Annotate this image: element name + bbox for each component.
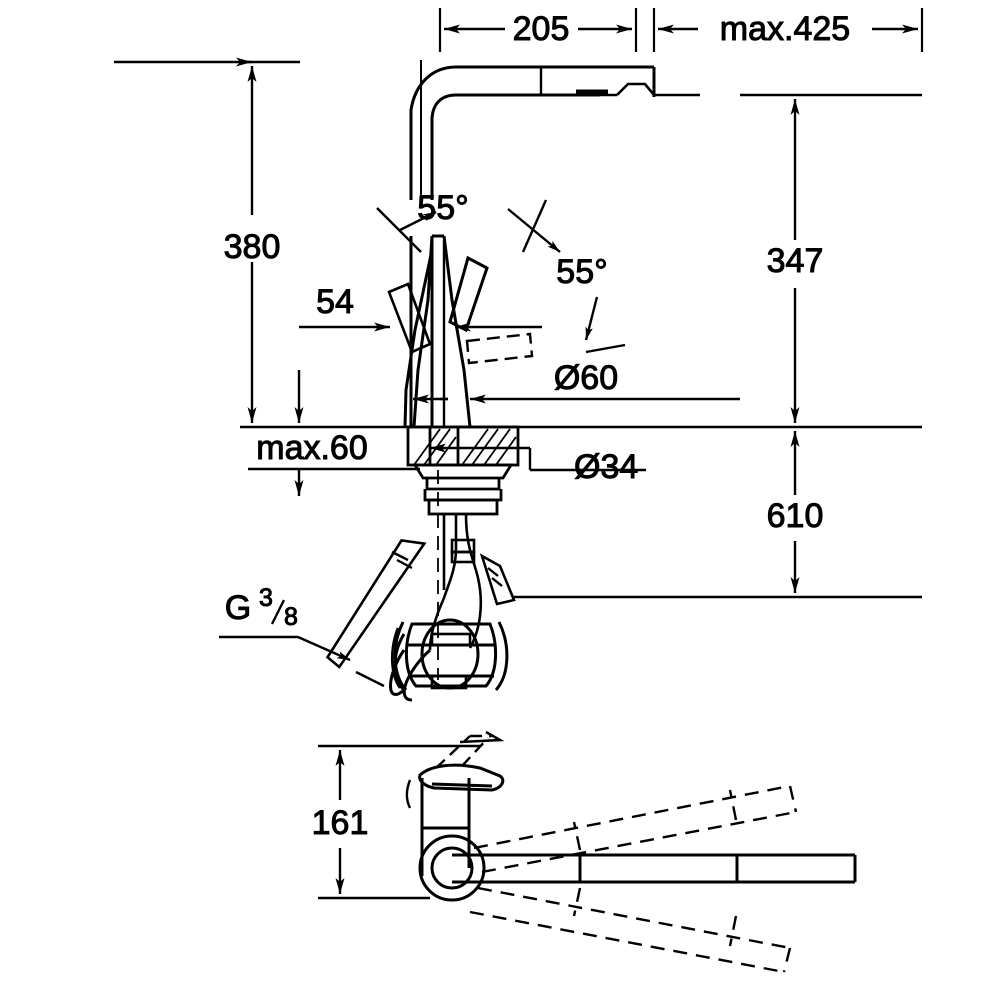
thread-label-g: G (225, 589, 251, 627)
spray-head-details (390, 627, 472, 690)
thread-label-numerator: 3 (259, 584, 273, 612)
leader-line-g38 (219, 635, 385, 688)
spray-head-body (393, 621, 509, 691)
dimension-label-380: 380 (224, 228, 281, 266)
spout-arm-outline (409, 65, 656, 200)
bottom-view-extension-lines (318, 744, 480, 900)
dimension-label-max60: max.60 (256, 429, 368, 467)
thread-label-denominator: 8 (284, 603, 298, 631)
handle-lever-left-position (387, 282, 432, 354)
angle-label-right: 55° (556, 253, 607, 291)
dimension-label-max425: max.425 (720, 10, 850, 48)
angle-leader-right-outer (584, 296, 626, 354)
bottom-view-handle-lever (418, 763, 505, 792)
dimension-label-54: 54 (316, 283, 354, 321)
top-dimension-extension-lines (438, 8, 924, 52)
connector-ribs (391, 550, 503, 587)
dimension-label-610: 610 (767, 497, 824, 535)
bottom-view-spout (452, 853, 857, 884)
bottom-view-swivel-up-dashed (473, 784, 798, 874)
dimension-label-dia34: Ø34 (574, 448, 638, 486)
dimension-label-161: 161 (312, 804, 369, 842)
spray-head-nozzle (573, 82, 700, 97)
bottom-view-lever-hinge (405, 779, 412, 809)
bottom-view-faucet-body (418, 778, 486, 902)
extension-lines-right (740, 93, 922, 599)
dimension-label-205: 205 (513, 10, 570, 48)
fraction-slash (270, 599, 286, 625)
faucet-cartridge-lines (430, 240, 446, 427)
bottom-view-motion-arrow (459, 730, 505, 744)
angle-leader-right-inner (507, 199, 561, 253)
dimension-label-347: 347 (767, 242, 824, 280)
bottom-view-swivel-down-dashed (469, 886, 792, 974)
dimension-label-dia60: Ø60 (554, 359, 618, 397)
g38-connector-right (479, 553, 516, 606)
g38-connector-left (325, 539, 427, 669)
leader-line-dia34 (430, 443, 646, 472)
angle-label-left: 55° (417, 189, 468, 227)
angle-leader-left (376, 207, 437, 253)
handle-lever-dashed-position (465, 332, 534, 365)
